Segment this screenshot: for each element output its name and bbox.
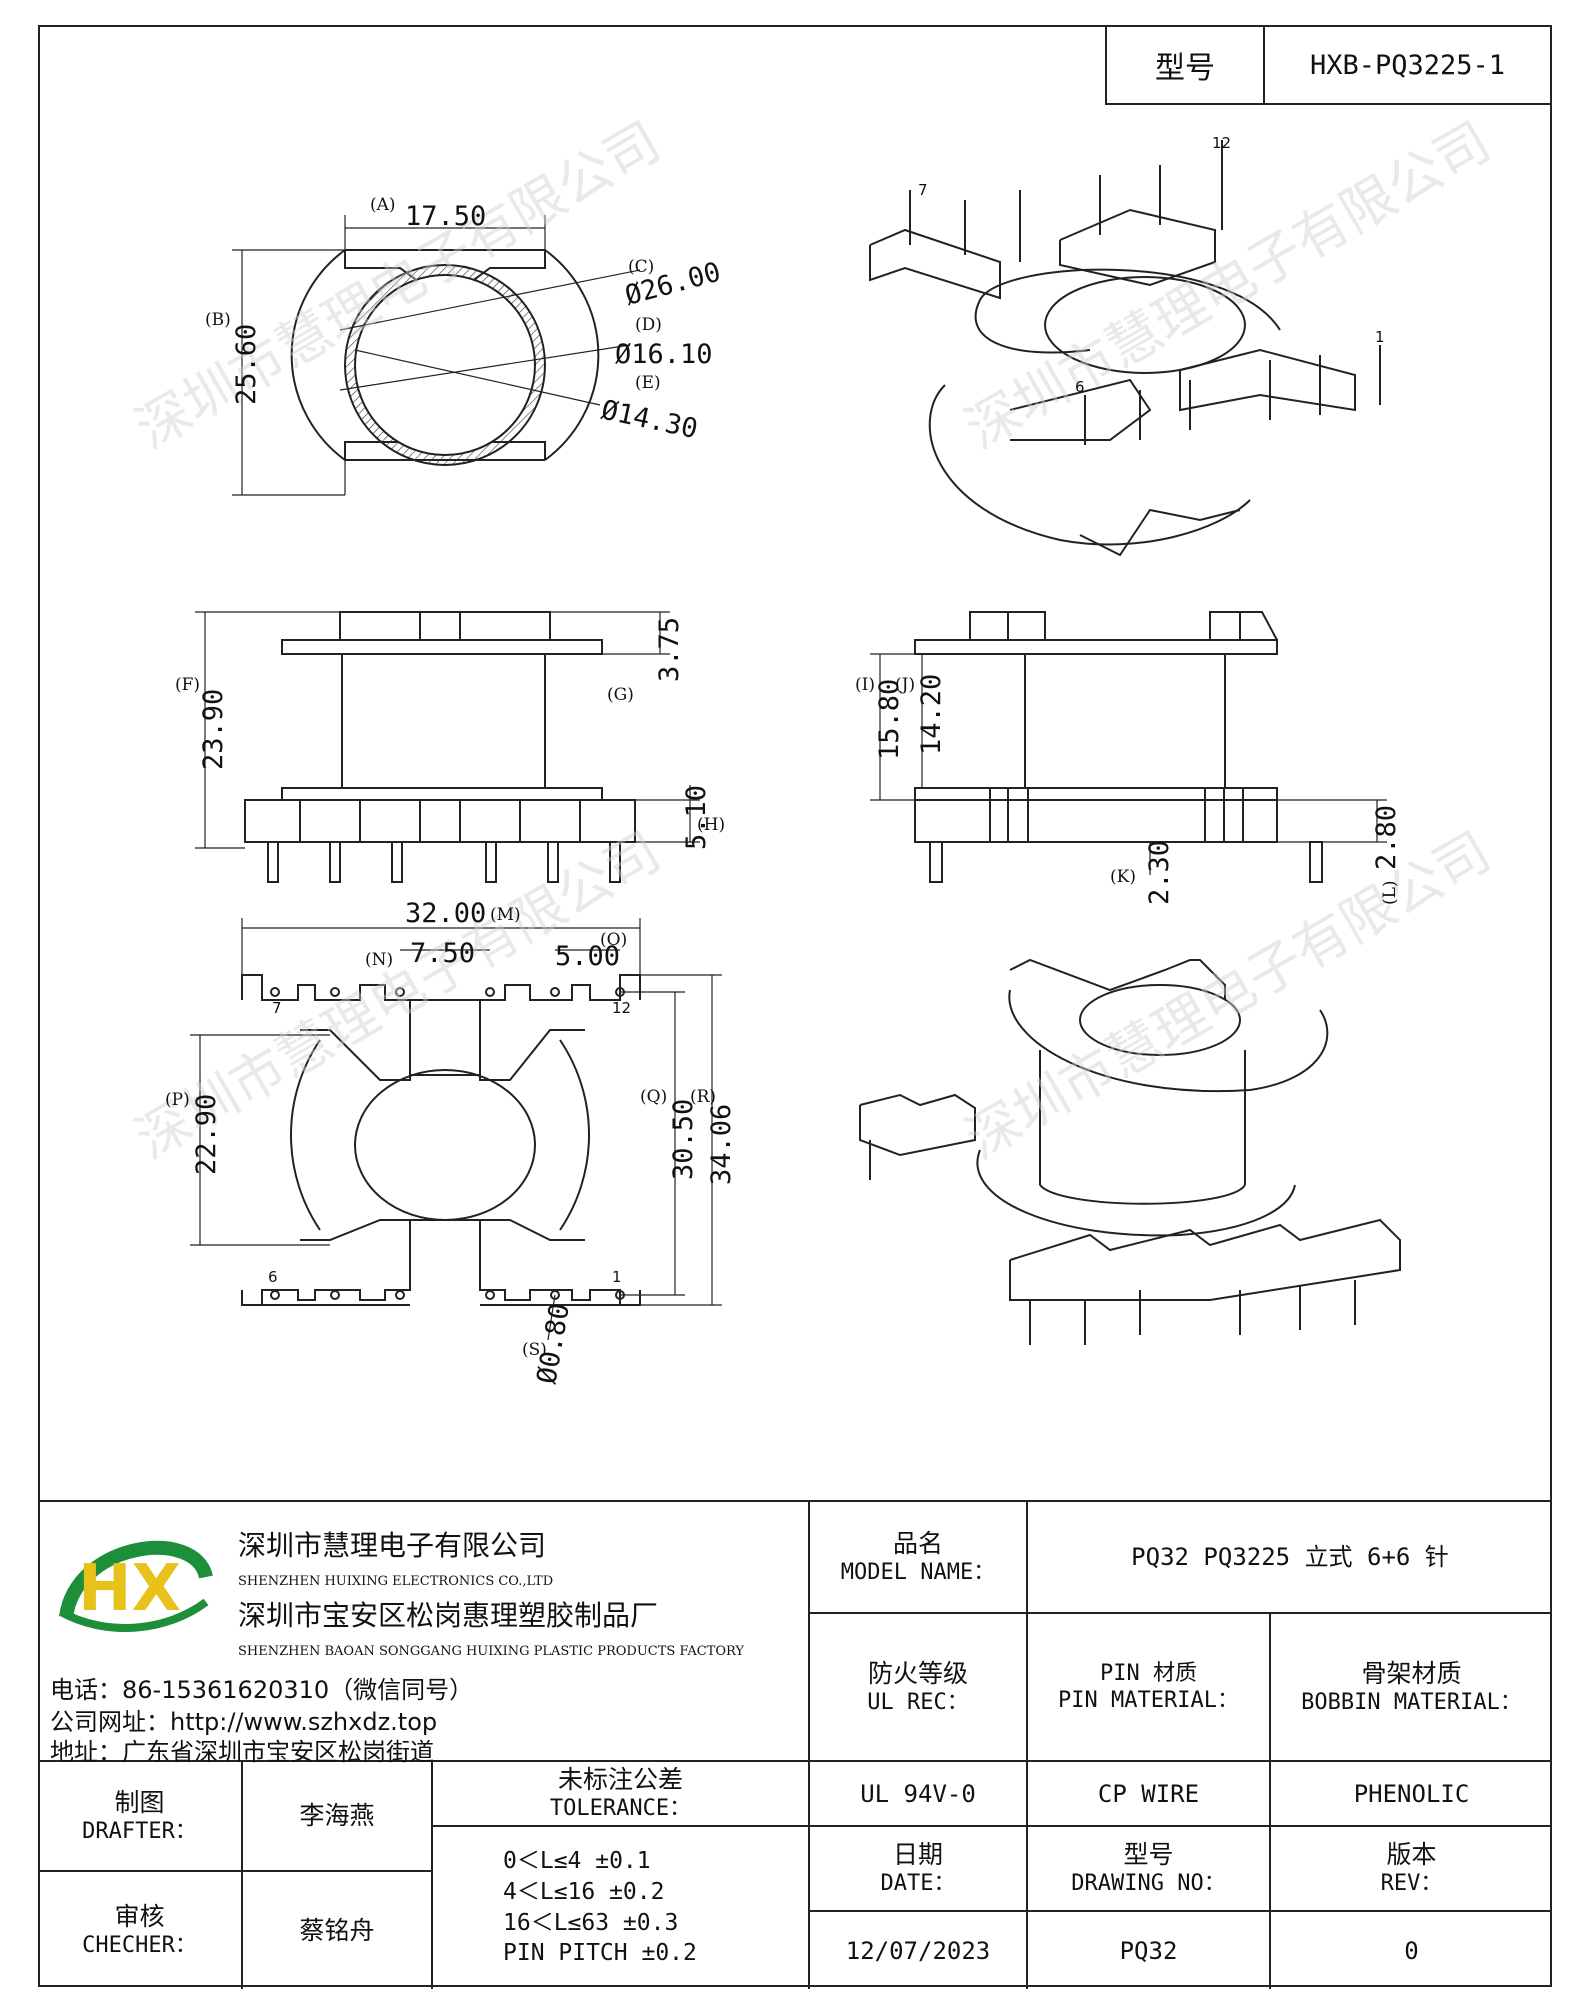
ref-q: (Q) [640, 1087, 667, 1107]
dim-e: Ø14.30 [599, 395, 701, 446]
ref-l: (L) [1380, 880, 1400, 905]
ref-i: (I) [855, 675, 875, 695]
dim-o: 5.00 [555, 941, 620, 972]
dim-i: 15.80 [874, 679, 905, 760]
dim-a: 17.50 [405, 201, 486, 232]
ref-o: (O) [600, 930, 627, 950]
rev-value: 0 [1404, 1936, 1419, 1965]
company-info: HX 深圳市慧理电子有限公司 SHENZHEN HUIXING ELECTRON… [38, 1502, 810, 1766]
tolerance-line-1: 0＜L≤4 ±0.1 [503, 1848, 651, 1874]
dim-q: 30.50 [668, 1099, 699, 1180]
ref-p: (P) [165, 1090, 190, 1110]
ref-b: (B) [205, 310, 231, 330]
side-view [870, 611, 1387, 883]
tolerance-values: 0＜L≤4 ±0.1 4＜L≤16 ±0.2 16＜L≤63 ±0.3 PIN … [433, 1827, 810, 1989]
svg-text:深圳市慧理电子有限公司: 深圳市慧理电子有限公司 [955, 820, 1501, 1172]
model-value: HXB-PQ3225-1 [1309, 49, 1506, 81]
svg-text:12: 12 [612, 999, 631, 1017]
dim-g: 3.75 [654, 617, 685, 682]
ref-d: (D) [635, 315, 662, 335]
bobbin-material-value: PHENOLIC [1271, 1762, 1552, 1827]
isometric-view-bottom [859, 958, 1401, 1345]
isometric-view-top [869, 140, 1381, 557]
dim-p: 22.90 [191, 1094, 222, 1175]
dim-n: 7.50 [410, 938, 475, 969]
svg-text:7: 7 [272, 999, 282, 1017]
dim-r: 34.06 [706, 1104, 737, 1185]
tolerance-line-3: 16＜L≤63 ±0.3 [503, 1909, 679, 1936]
svg-text:1: 1 [612, 1268, 622, 1286]
ref-n: (N) [365, 950, 393, 970]
date-value: 12/07/2023 [810, 1912, 1028, 1989]
bottom-view [190, 918, 722, 1341]
company-name-en: SHENZHEN HUIXING ELECTRONICS CO.,LTD [238, 1574, 554, 1589]
svg-text:7: 7 [918, 181, 928, 199]
tolerance-line-2: 4＜L≤16 ±0.2 [503, 1878, 665, 1905]
company-phone: 电话：86-15361620310（微信同号） [50, 1676, 474, 1704]
svg-text:12: 12 [1212, 134, 1231, 152]
model-label: 型号 [1107, 27, 1265, 103]
ref-g: (G) [607, 685, 634, 705]
ref-c: (C) [628, 257, 654, 277]
dim-d: Ø16.10 [615, 339, 713, 370]
dim-m: 32.00 [405, 898, 486, 929]
svg-text:6: 6 [1075, 378, 1085, 396]
dim-l: 2.80 [1371, 805, 1402, 870]
ul-value: UL 94V-0 [810, 1762, 1028, 1827]
ref-m: (M) [490, 905, 521, 925]
factory-name-en: SHENZHEN BAOAN SONGGANG HUIXING PLASTIC … [238, 1644, 744, 1659]
top-view [232, 215, 641, 496]
ref-s: (S) [522, 1340, 547, 1360]
svg-text:HX: HX [78, 1552, 181, 1626]
pin-material-value: CP WIRE [1028, 1762, 1271, 1827]
svg-text:6: 6 [268, 1268, 278, 1286]
dim-h: 5.10 [681, 785, 712, 850]
company-logo: HX [59, 1540, 213, 1632]
checker-value: 蔡铭舟 [243, 1872, 433, 1989]
ref-h: (H) [697, 815, 725, 835]
svg-text:1: 1 [1375, 328, 1385, 346]
model-name-value: PQ32 PQ3225 立式 6+6 针 [1028, 1502, 1552, 1614]
factory-name-cn: 深圳市宝安区松岗惠理塑胶制品厂 [238, 1599, 659, 1632]
ref-r: (R) [690, 1087, 716, 1107]
dim-k: 2.30 [1144, 840, 1175, 905]
dim-b: 25.60 [231, 324, 262, 405]
dim-f: 23.90 [198, 689, 229, 770]
drawing-no-value: PQ32 [1028, 1912, 1271, 1989]
dimension-labels: 17.50 (A) 25.60 (B) Ø26.00 (C) Ø16.10 (D… [165, 195, 1402, 1386]
ref-k: (K) [1110, 867, 1136, 887]
company-website: 公司网址：http://www.szhxdz.top [50, 1708, 438, 1736]
company-name-cn: 深圳市慧理电子有限公司 [238, 1529, 547, 1562]
company-address: 地址：广东省深圳市宝安区松岗街道 [50, 1738, 434, 1766]
front-view [195, 611, 700, 883]
drawing-frame: 型号 HXB-PQ3225-1 [38, 25, 1552, 1987]
ref-a: (A) [370, 195, 396, 215]
model-header: 型号 HXB-PQ3225-1 [1105, 27, 1550, 105]
ref-e: (E) [635, 373, 661, 393]
drafter-value: 李海燕 [243, 1762, 433, 1872]
tolerance-line-4: PIN PITCH ±0.2 [503, 1940, 697, 1967]
technical-drawing: 深圳市慧理电子有限公司 深圳市慧理电子有限公司 深圳市慧理电子有限公司 深圳市慧… [125, 110, 1501, 1387]
pin-numbers: 7 12 6 1 7 12 6 1 [268, 134, 1385, 1286]
title-block: HX 深圳市慧理电子有限公司 SHENZHEN HUIXING ELECTRON… [38, 1500, 1552, 1989]
ref-f: (F) [175, 675, 200, 695]
svg-text:深圳市慧理电子有限公司: 深圳市慧理电子有限公司 [955, 110, 1501, 462]
dim-j: 14.20 [916, 674, 947, 755]
ref-j: (J) [895, 675, 915, 695]
